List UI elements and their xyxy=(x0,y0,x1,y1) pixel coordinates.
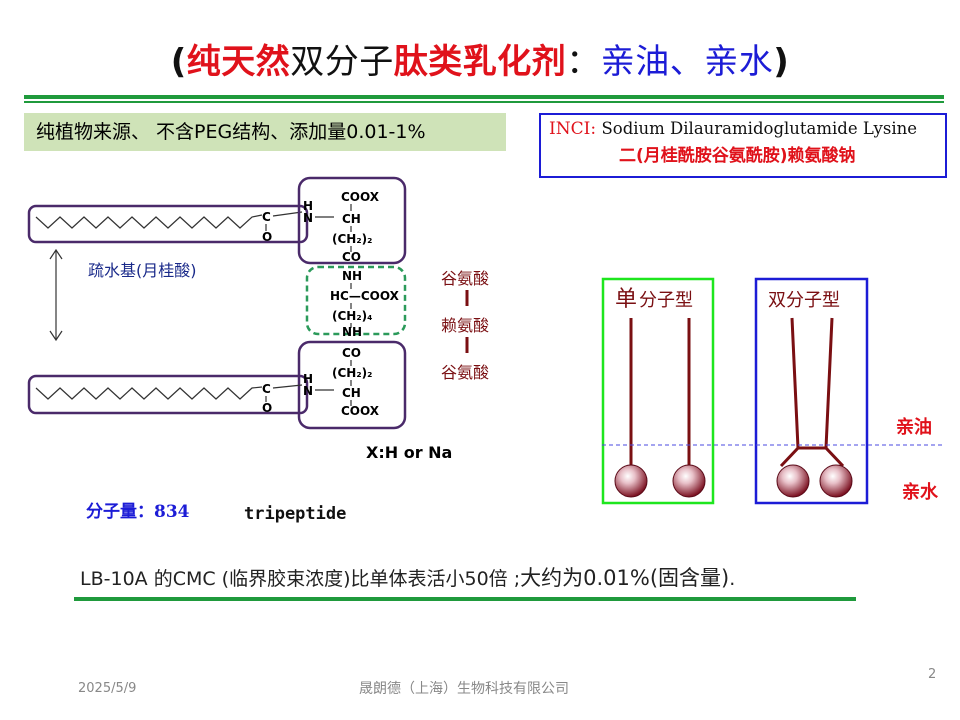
single-label-big: 单 xyxy=(615,287,637,312)
top-zigzag-chain xyxy=(35,214,263,229)
cmc-value: 大约为0.01%(固含量) xyxy=(520,566,730,590)
bottom-carbonyl-c: C xyxy=(262,382,271,396)
title-colon: ： xyxy=(566,42,601,82)
title-open-paren: ( xyxy=(170,42,187,82)
cmc-main: LB-10A 的CMC (临界胶束浓度)比单体表活小50倍 ; xyxy=(80,568,521,590)
top-fatty-chain-box xyxy=(27,204,309,244)
molecular-weight: 分子量：834 xyxy=(86,502,190,522)
title-double-molecule: 双分子 xyxy=(290,42,394,82)
bottom-nh-n: N xyxy=(303,384,313,398)
top-ch2-2: (CH₂)₂ xyxy=(332,232,372,246)
counter-ion-note: X:H or Na xyxy=(366,443,453,462)
single-label-rest: 分子型 xyxy=(639,290,693,311)
title-peptide-emulsifier: 肽类乳化剂 xyxy=(393,42,567,82)
residue-label-glu-bottom: 谷氨酸 xyxy=(441,363,489,382)
hydrophilic-label: 亲水 xyxy=(902,481,939,503)
tripeptide-label: tripeptide xyxy=(244,504,347,524)
top-glutamic-box xyxy=(297,176,407,265)
hydrophobic-arrow-head-bottom xyxy=(49,330,63,342)
double-label: 双分子型 xyxy=(768,290,840,311)
cmc-underline xyxy=(74,597,856,601)
title-divider-thick xyxy=(24,95,944,99)
title-lipophilic-hydrophilic: 亲油、亲水 xyxy=(600,42,774,82)
top-carbonyl-o: O xyxy=(262,230,272,244)
bot-ch: CH xyxy=(342,386,361,400)
title-divider-thin xyxy=(24,101,944,103)
top-nh-n: N xyxy=(303,211,313,225)
inci-name-en: Sodium Dilauramidoglutamide Lysine xyxy=(601,119,917,138)
surfactant-diagram: 单 分子型 双分子型 亲油 亲水 xyxy=(601,277,944,505)
title-close-paren: ) xyxy=(773,42,790,82)
single-head-right xyxy=(672,464,706,498)
mid-ch2-4: (CH₂)₄ xyxy=(332,309,372,323)
bottom-carbonyl-o: O xyxy=(262,401,272,415)
middle-lysine-box xyxy=(305,265,407,336)
hydrophobic-label: 疏水基(月桂酸) xyxy=(88,261,197,280)
bottom-c-n-bond xyxy=(272,384,303,389)
residue-label-glu-top: 谷氨酸 xyxy=(441,269,489,288)
inci-label: INCI: xyxy=(549,119,597,139)
bot-coox: COOX xyxy=(341,404,380,418)
double-molecule-box xyxy=(754,277,869,505)
residue-label-lys: 赖氨酸 xyxy=(441,316,489,335)
footer-company: 晟朗德（上海）生物科技有限公司 xyxy=(359,681,569,697)
double-head-right xyxy=(819,464,853,498)
bottom-fatty-chain-box xyxy=(27,374,309,415)
slide-title: (纯天然双分子肽类乳化剂：亲油、亲水) xyxy=(0,34,960,83)
lipophilic-label: 亲油 xyxy=(896,416,932,438)
inci-name-cn: 二(月桂酰胺谷氨酰胺)赖氨酸钠 xyxy=(619,146,856,166)
double-head-left xyxy=(776,464,810,498)
single-head-left xyxy=(614,464,648,498)
bot-ch2-2: (CH₂)₂ xyxy=(332,366,372,380)
footer-date: 2025/5/9 xyxy=(78,681,137,696)
mid-nh-top: NH xyxy=(342,269,362,283)
cmc-end: . xyxy=(729,568,736,590)
molecule-structure: C O H N COOX CH (CH₂)₂ CO NH HC—COOX (CH… xyxy=(27,176,489,430)
cmc-note: LB-10A 的CMC (临界胶束浓度)比单体表活小50倍 ;大约为0.01%(… xyxy=(80,562,735,592)
top-c-n-bond xyxy=(272,211,303,217)
title-natural: 纯天然 xyxy=(186,42,291,82)
bottom-zigzag-chain xyxy=(35,386,263,400)
double-tail-left xyxy=(779,317,800,468)
single-molecule-box xyxy=(601,277,715,505)
bot-co: CO xyxy=(342,346,361,360)
top-coox: COOX xyxy=(341,190,380,204)
mid-hc-coox: HC—COOX xyxy=(330,289,400,303)
hydrophobic-arrow-head-top xyxy=(49,248,63,260)
page-number: 2 xyxy=(928,667,937,682)
top-carbonyl-c: C xyxy=(262,210,271,224)
top-co: CO xyxy=(342,250,361,264)
bottom-nh-h: H xyxy=(303,372,313,386)
inci-box: INCI: Sodium Dilauramidoglutamide Lysine… xyxy=(539,113,947,178)
double-tail-right xyxy=(824,317,845,468)
top-ch: CH xyxy=(342,212,361,226)
top-nh-h: H xyxy=(303,199,313,213)
mid-nh-bottom: NH xyxy=(342,325,362,339)
inci-english-line: INCI: Sodium Dilauramidoglutamide Lysine xyxy=(549,119,937,139)
source-note: 纯植物来源、 不含PEG结构、添加量0.01-1% xyxy=(24,113,506,151)
